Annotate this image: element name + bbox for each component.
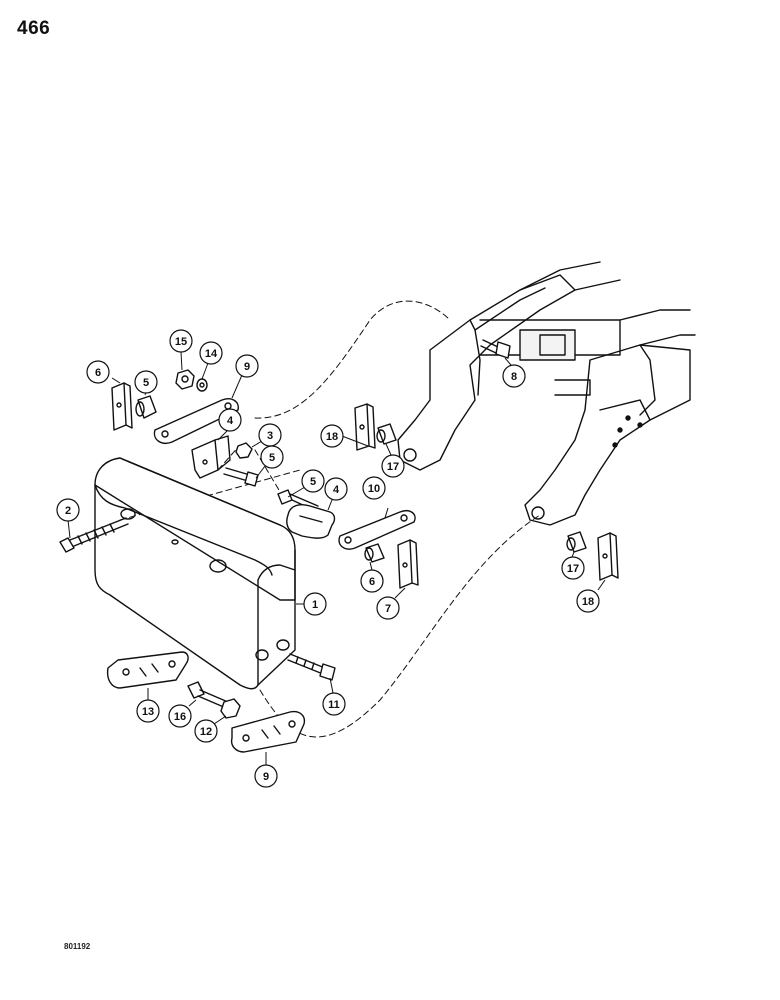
callout-17a: 17 — [381, 454, 405, 478]
callout-9b: 10 — [362, 476, 386, 500]
svg-text:16: 16 — [174, 711, 186, 723]
callout-4a: 4 — [218, 408, 242, 432]
rubber-mount-17-upper — [376, 423, 397, 445]
callout-12: 11 — [322, 692, 346, 716]
bolt-8 — [480, 339, 511, 359]
tractor-frame — [397, 261, 696, 526]
left-clamp-plate-7 — [111, 382, 133, 431]
svg-text:12: 12 — [200, 726, 212, 738]
front-weight — [94, 457, 296, 690]
callout-18b: 18 — [576, 589, 600, 613]
callout-4b: 4 — [324, 477, 348, 501]
svg-text:3: 3 — [267, 430, 273, 442]
callout-9a: 9 — [235, 354, 259, 378]
callout-5b: 5 — [301, 469, 325, 493]
svg-text:8: 8 — [511, 371, 517, 383]
svg-text:18: 18 — [326, 431, 338, 443]
callout-5a: 5 — [260, 445, 284, 469]
svg-text:9: 9 — [263, 771, 269, 783]
bracket-13 — [230, 710, 306, 753]
svg-text:13: 13 — [142, 706, 154, 718]
right-link-arm-9 — [338, 510, 416, 550]
svg-text:1: 1 — [312, 599, 318, 611]
bolt-12 — [287, 653, 336, 681]
clamp-plate-18-upper — [354, 403, 376, 451]
right-clamp-plate-7 — [397, 539, 419, 589]
callout-17b: 17 — [561, 556, 585, 580]
left-rubber-mount-6 — [135, 395, 157, 419]
callout-15: 12 — [194, 719, 218, 743]
left-link-arm-9 — [153, 398, 239, 444]
svg-text:6: 6 — [95, 367, 101, 379]
svg-text:5: 5 — [269, 452, 275, 464]
callouts: 6 5 15 14 9 4 3 5 2 1 5 4 10 6 7 18 17 8… — [56, 329, 600, 788]
svg-text:4: 4 — [333, 484, 340, 496]
svg-text:9: 9 — [244, 361, 250, 373]
drawing-code: 801192 — [64, 942, 91, 951]
callout-7a: 6 — [86, 360, 110, 384]
washer-10 — [196, 378, 208, 392]
left-bracket-4 — [191, 435, 231, 479]
callout-6a: 5 — [134, 370, 158, 394]
svg-text:7: 7 — [385, 603, 391, 615]
callout-13: 9 — [254, 764, 278, 788]
callout-10: 14 — [199, 341, 223, 365]
nut-11 — [175, 369, 195, 390]
callout-6b: 6 — [360, 569, 384, 593]
svg-text:4: 4 — [227, 415, 234, 427]
bolt-2 — [59, 517, 129, 553]
svg-text:2: 2 — [65, 505, 71, 517]
svg-text:11: 11 — [328, 699, 340, 711]
clamp-plate-18-lower — [597, 532, 619, 581]
callout-2: 2 — [56, 498, 80, 522]
callout-11: 15 — [169, 329, 193, 353]
right-rubber-mount-6 — [364, 543, 385, 563]
svg-text:10: 10 — [368, 483, 380, 495]
svg-text:17: 17 — [567, 563, 579, 575]
svg-text:6: 6 — [369, 576, 375, 588]
page-number: 466 — [17, 18, 51, 39]
callout-8: 8 — [502, 364, 526, 388]
nut-15 — [220, 698, 241, 719]
callout-14: 13 — [136, 699, 160, 723]
right-bracket-4 — [286, 504, 336, 539]
svg-text:5: 5 — [310, 476, 316, 488]
callout-3: 3 — [258, 423, 282, 447]
svg-text:17: 17 — [387, 461, 399, 473]
svg-text:15: 15 — [175, 336, 187, 348]
rubber-mount-17-lower — [566, 531, 587, 553]
callout-7b: 7 — [376, 596, 400, 620]
callout-16: 16 — [168, 704, 192, 728]
svg-text:18: 18 — [582, 596, 594, 608]
callout-leaders — [67, 351, 606, 765]
callout-18a: 18 — [320, 424, 344, 448]
callout-1: 1 — [303, 592, 327, 616]
svg-text:5: 5 — [143, 377, 149, 389]
svg-text:14: 14 — [205, 348, 218, 360]
bracket-14 — [106, 651, 189, 689]
nut-3 — [235, 442, 253, 459]
bolt-5-left — [223, 467, 259, 487]
bolt-16 — [187, 681, 229, 709]
